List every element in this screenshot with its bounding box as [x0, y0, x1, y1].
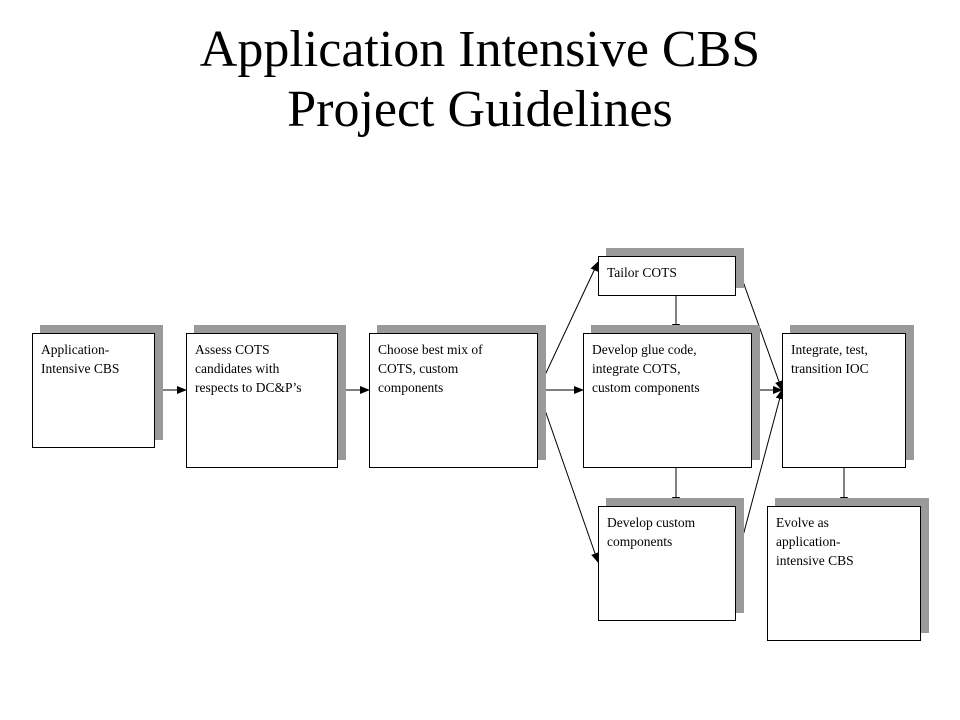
box-label: Assess COTS candidates with respects to …: [195, 342, 302, 395]
box-label: Evolve as application- intensive CBS: [776, 515, 854, 568]
box-label: Application- Intensive CBS: [41, 342, 120, 376]
arrow-tailor-to-integrate: [735, 261, 783, 391]
arrow-choose-to-tailor: [537, 261, 599, 391]
box-label: Integrate, test, transition IOC: [791, 342, 869, 376]
box-choose-best-mix: Choose best mix of COTS, custom componen…: [369, 333, 538, 468]
box-develop-glue-code: Develop glue code, integrate COTS, custo…: [583, 333, 752, 468]
arrow-choose-to-custom: [537, 389, 599, 563]
box-develop-custom-components: Develop custom components: [598, 506, 736, 621]
box-label: Tailor COTS: [607, 265, 677, 280]
arrow-custom-to-integrate: [735, 389, 784, 563]
box-integrate-test: Integrate, test, transition IOC: [782, 333, 906, 468]
box-label: Develop glue code, integrate COTS, custo…: [592, 342, 700, 395]
slide-title: Application Intensive CBS Project Guidel…: [0, 20, 960, 140]
box-application-intensive-cbs: Application- Intensive CBS: [32, 333, 155, 448]
box-label: Develop custom components: [607, 515, 696, 549]
box-evolve: Evolve as application- intensive CBS: [767, 506, 921, 641]
box-tailor-cots: Tailor COTS: [598, 256, 736, 296]
box-assess-cots: Assess COTS candidates with respects to …: [186, 333, 338, 468]
box-label: Choose best mix of COTS, custom componen…: [378, 342, 483, 395]
title-line-2: Project Guidelines: [287, 81, 673, 138]
title-line-1: Application Intensive CBS: [199, 21, 761, 78]
